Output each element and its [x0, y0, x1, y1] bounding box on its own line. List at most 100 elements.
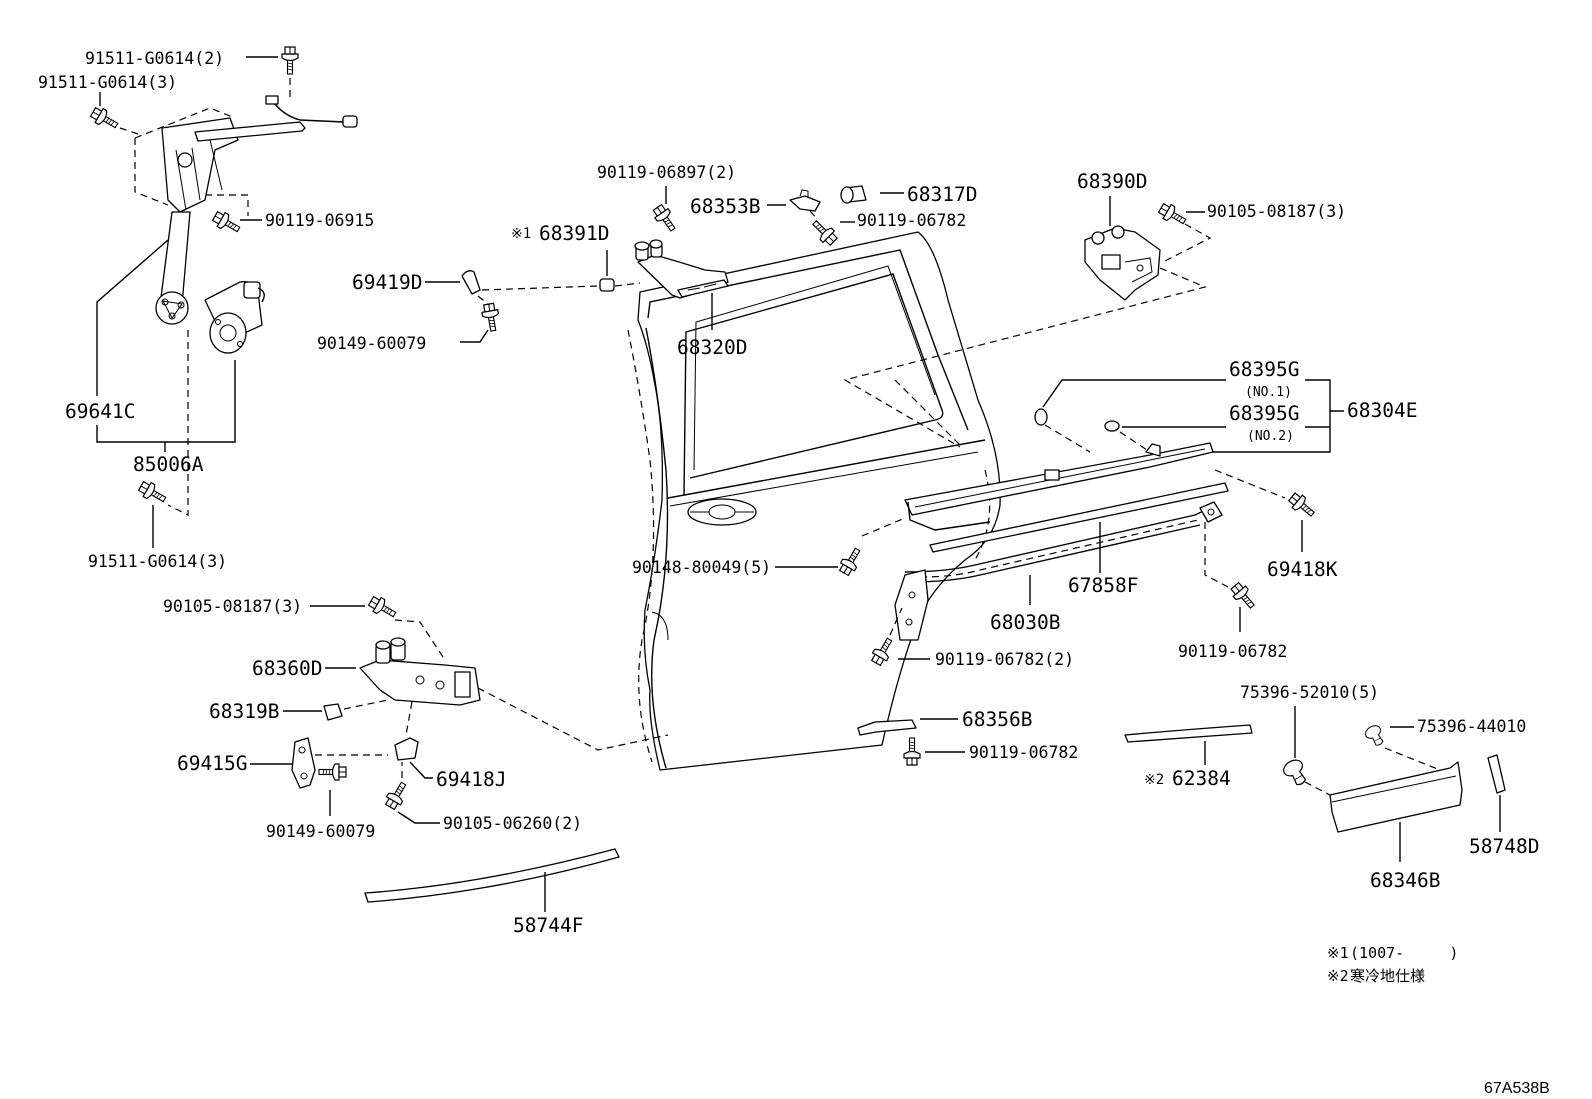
part-68391d-block	[599, 278, 615, 292]
label-68304e: 68304E	[1347, 399, 1417, 422]
hinge-to-door-dashed	[477, 687, 669, 751]
part-68390d-latch	[1084, 225, 1161, 301]
regulator-dashed-outline	[134, 107, 249, 216]
label-90119-06897: 90119-06897(2)	[597, 163, 736, 182]
footnotes: ※1 (1007- ) ※2 寒冷地仕様	[1327, 944, 1458, 985]
label-68320d: 68320D	[677, 336, 747, 359]
upper-hinge-group	[425, 185, 904, 343]
label-91511-g0614-2: 91511-G0614(2)	[85, 49, 224, 68]
bolt-90105-08187-left	[366, 593, 400, 623]
label-68395g-no1: 68395G	[1229, 358, 1299, 381]
label-75396-52010: 75396-52010(5)	[1240, 683, 1379, 702]
part-68360d-lower-roller-hinge	[359, 637, 481, 706]
center-rail-group	[775, 379, 1344, 668]
label-90148-80049: 90148-80049(5)	[632, 558, 771, 577]
dashed-guide-line	[394, 619, 446, 661]
part-69415g-bracket	[291, 737, 316, 789]
bolt-90119-06782-top	[808, 216, 840, 248]
part-68395g-no2	[1104, 420, 1120, 432]
bolt-91511-g0614-2	[281, 46, 299, 75]
label-69418k: 69418K	[1267, 558, 1338, 581]
upper-center-rail	[904, 442, 1214, 531]
part-68353b-bracket	[789, 195, 821, 212]
belt-line-lower	[669, 451, 979, 507]
clip-75396-52010	[1280, 756, 1312, 790]
part-68317d-plug	[840, 185, 867, 204]
leader-bracket-68304e	[1213, 379, 1344, 453]
leader-line	[1042, 379, 1226, 408]
dashed-guide-line	[1044, 424, 1151, 453]
label-90105-08187-left: 90105-08187(3)	[163, 597, 302, 616]
bolt-90119-06782-right	[1228, 580, 1259, 613]
label-68390d: 68390D	[1077, 170, 1147, 193]
label-68395g-no2-note: (NO.2)	[1247, 429, 1294, 444]
label-91511-g0614-3-top: 91511-G0614(3)	[38, 73, 177, 92]
label-91511-g0614-3-bottom: 91511-G0614(3)	[88, 552, 227, 571]
bolt-69418k	[1286, 490, 1319, 521]
label-68319b: 68319B	[209, 700, 279, 723]
label-85006a: 85006A	[133, 453, 204, 476]
window-glass-edge	[693, 265, 936, 471]
label-90149-60079-bottom: 90149-60079	[266, 822, 375, 841]
dashed-guide-line	[481, 282, 641, 291]
label-69419d: 69419D	[352, 271, 422, 294]
leader-line-69641c	[96, 239, 169, 396]
part-labels: 91511-G0614(2) 91511-G0614(3) 90119-0691…	[38, 49, 1539, 937]
lower-hinge-group	[250, 593, 669, 824]
label-69418j: 69418J	[436, 768, 506, 791]
footnote-1-text: (1007- )	[1350, 944, 1458, 962]
footnote-1-mark: ※1	[1327, 944, 1349, 962]
rear-latch-group	[843, 196, 1212, 448]
label-90149-60079-top: 90149-60079	[317, 334, 426, 353]
dashed-guide-line	[1304, 747, 1441, 796]
bolt-90119-06782-bottom	[903, 737, 921, 766]
regulator-motor	[204, 281, 265, 354]
label-68395g-no1-note: (NO.1)	[1245, 385, 1292, 400]
bolt-90105-08187-right	[1156, 200, 1190, 230]
footnote-2-text: 寒冷地仕様	[1350, 967, 1425, 985]
label-90119-06782-right: 90119-06782	[1178, 642, 1287, 661]
label-68391d: 68391D	[539, 222, 609, 245]
upper-roller-hinge-68320d	[634, 239, 729, 299]
leader-line	[397, 811, 440, 824]
label-68395g-no2: 68395G	[1229, 402, 1299, 425]
regulator-upper-rail	[194, 121, 306, 142]
bolt-90149-60079-bottom	[318, 763, 347, 781]
dashed-guide-line	[477, 295, 489, 305]
label-68356b: 68356B	[962, 708, 1032, 731]
label-mark-62384: ※2	[1144, 772, 1164, 788]
label-90119-06782-2: 90119-06782(2)	[935, 650, 1074, 669]
part-69419d-bracket	[461, 270, 481, 295]
regulator-top-plate	[161, 117, 239, 213]
door-inner-detail	[651, 611, 669, 641]
part-69418j-bracket	[394, 737, 419, 761]
dashed-guide-line	[861, 517, 906, 537]
dashed-guide-line	[1214, 469, 1286, 499]
dashed-guide-line	[809, 210, 819, 221]
label-75396-44010: 75396-44010	[1417, 717, 1526, 736]
label-58748d: 58748D	[1469, 835, 1539, 858]
label-68030b: 68030B	[990, 611, 1060, 634]
diagram-code: 67A538B	[1484, 1080, 1550, 1097]
regulator-pivot	[177, 152, 193, 168]
leader-bracket-85006a	[96, 360, 236, 452]
label-90105-08187-right: 90105-08187(3)	[1207, 202, 1346, 221]
label-58744f: 58744F	[513, 914, 583, 937]
door-outside-handle	[687, 498, 757, 526]
bolt-90119-06915	[210, 208, 244, 238]
footnote-2-mark: ※2	[1327, 967, 1349, 985]
label-mark-68391d: ※1	[511, 226, 531, 242]
regulator-guide-channel	[175, 139, 223, 211]
dashed-guide-line	[405, 701, 413, 736]
label-68317d: 68317D	[907, 183, 977, 206]
label-68346b: 68346B	[1370, 869, 1440, 892]
dashed-guide-line	[889, 607, 903, 636]
dashed-guide-line	[119, 127, 139, 135]
label-90105-06260: 90105-06260(2)	[443, 814, 582, 833]
label-68353b: 68353B	[690, 195, 760, 218]
label-90119-06915: 90119-06915	[265, 211, 374, 230]
label-68360d: 68360D	[252, 657, 322, 680]
label-67858f: 67858F	[1068, 574, 1138, 597]
label-69415g: 69415G	[177, 752, 247, 775]
bolt-91511-g0614-3-bottom	[136, 478, 170, 508]
